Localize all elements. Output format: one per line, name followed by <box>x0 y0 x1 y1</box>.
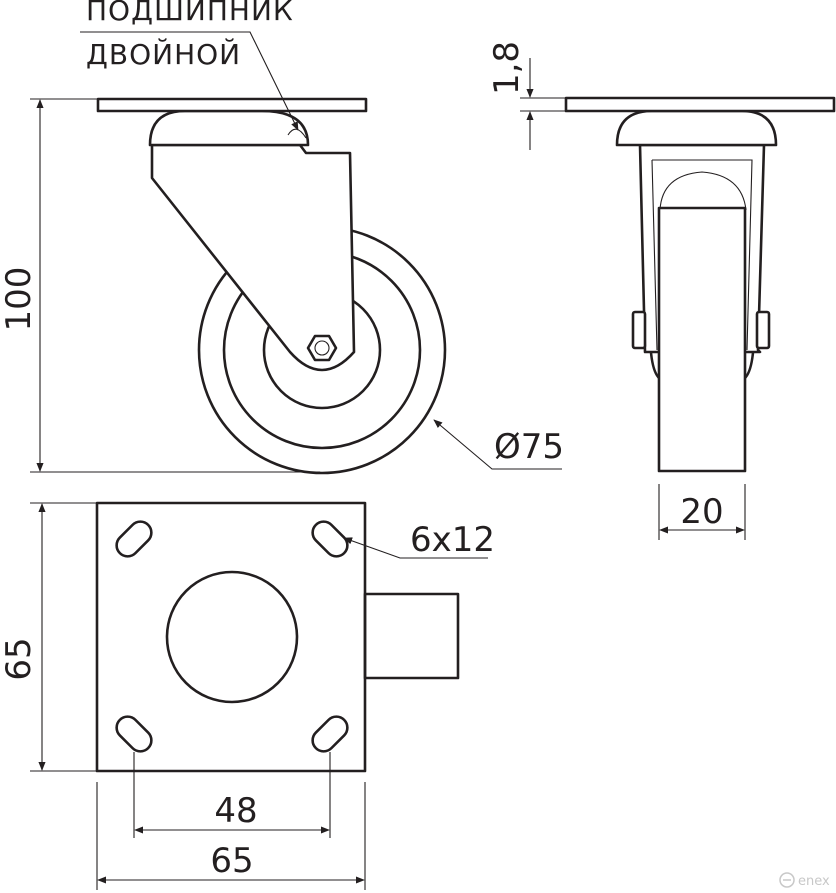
bearing-label-line1: ПОДШИПНИК <box>86 0 294 27</box>
dim-hole-size-value: 6x12 <box>410 520 495 560</box>
dim-plate-width-value: 65 <box>210 841 253 881</box>
mounting-plate <box>95 501 367 773</box>
dim-plate-thickness-value: 1,8 <box>487 41 527 95</box>
axle-nut <box>306 334 338 362</box>
front-fork-arc <box>659 171 747 211</box>
slot-hole-top-left <box>115 520 153 558</box>
bearing-dome <box>148 109 310 147</box>
front-fork-inner <box>651 159 753 351</box>
side-view <box>96 97 447 475</box>
dim-hole-spacing-value: 48 <box>214 791 257 831</box>
swivel-arm <box>363 592 460 680</box>
dim-hole-size: 6x12 <box>343 520 495 560</box>
slot-hole-bottom-left <box>115 715 153 753</box>
dim-wheel-width: 20 <box>658 484 746 540</box>
dim-hole-spacing: 48 <box>133 752 331 838</box>
top-view <box>95 501 460 773</box>
dim-plate-width: 65 <box>96 782 366 890</box>
front-view <box>564 96 836 473</box>
front-axle-bolt-right <box>755 310 771 350</box>
dim-plate-height-value: 65 <box>0 637 39 680</box>
dim-wheel-width-value: 20 <box>680 492 723 532</box>
dim-wheel-diameter: Ø75 <box>433 419 564 470</box>
slot-hole-bottom-right <box>311 715 349 753</box>
slot-hole-top-right <box>311 520 349 558</box>
dim-wheel-diameter-value: Ø75 <box>494 427 564 467</box>
enex-watermark: enex <box>779 872 830 889</box>
dim-total-height: 100 <box>0 98 320 473</box>
enex-logo-text: enex <box>798 874 830 889</box>
bearing-label-line2: ДВОЙНОЙ <box>86 37 241 71</box>
axle-bolt <box>314 340 330 356</box>
top-plate-side <box>96 97 368 113</box>
bearing-leader-line <box>80 31 299 131</box>
center-bearing-circle <box>165 570 299 704</box>
enex-logo-icon <box>779 872 795 888</box>
top-plate-front <box>564 96 836 113</box>
dim-plate-height: 65 <box>0 502 97 772</box>
front-bearing-dome <box>615 109 778 147</box>
swivel-bracket <box>150 143 356 372</box>
front-wheel <box>657 206 747 473</box>
dim-plate-thickness: 1,8 <box>487 41 566 150</box>
dim-total-height-value: 100 <box>0 267 39 332</box>
front-axle-bolt-left <box>631 310 647 350</box>
